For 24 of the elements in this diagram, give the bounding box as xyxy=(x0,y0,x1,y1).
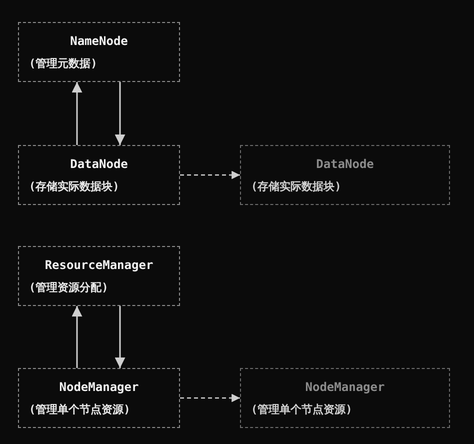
node-box xyxy=(240,368,450,428)
node-description: (管理单个节点资源) xyxy=(29,402,132,416)
node-description: (管理元数据) xyxy=(29,56,98,70)
node-box xyxy=(18,22,180,82)
arrow xyxy=(180,170,240,180)
node-box xyxy=(18,368,180,428)
node-description: (存储实际数据块) xyxy=(251,178,342,194)
node-title: NodeManager xyxy=(58,380,140,394)
node-title: DataNode xyxy=(69,156,129,170)
arrow xyxy=(72,306,82,368)
node-description: (管理单个节点资源) xyxy=(251,402,354,416)
arrow xyxy=(180,394,240,402)
node-title: DataNode xyxy=(315,156,375,170)
arrow xyxy=(114,82,126,145)
arrow xyxy=(114,306,126,368)
node-box xyxy=(18,145,180,205)
arrow xyxy=(72,82,82,145)
node-title: NameNode xyxy=(69,34,129,48)
node-description: (存储实际数据块) xyxy=(29,178,120,194)
node-title: NodeManager xyxy=(304,380,386,394)
node-box xyxy=(240,145,450,205)
node-description: (管理资源分配) xyxy=(29,280,110,294)
node-box xyxy=(18,246,180,306)
node-title: ResourceManager xyxy=(44,258,154,272)
